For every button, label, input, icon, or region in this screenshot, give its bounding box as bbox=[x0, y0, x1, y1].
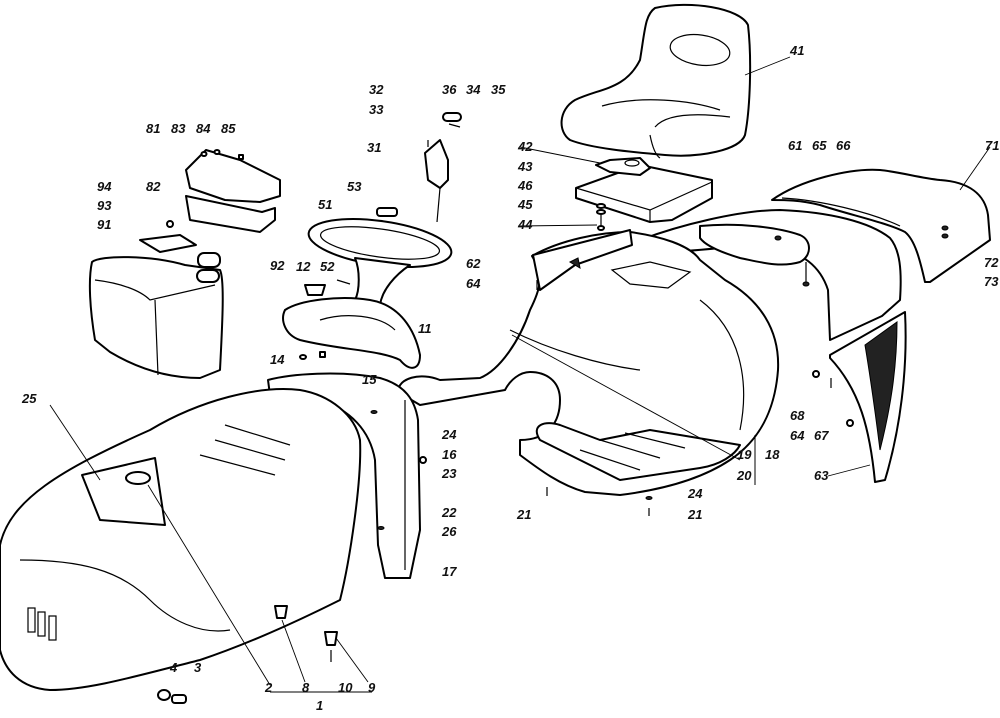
callout-82: 82 bbox=[146, 179, 161, 194]
seat-plate-part[interactable] bbox=[575, 157, 713, 223]
callout-25: 25 bbox=[21, 391, 37, 406]
seat-part[interactable] bbox=[560, 3, 752, 159]
fender-panel-part[interactable] bbox=[532, 229, 633, 291]
callout-32: 32 bbox=[369, 82, 384, 97]
callout-16: 16 bbox=[442, 447, 457, 462]
callout-73: 73 bbox=[984, 274, 999, 289]
callout-61: 61 bbox=[788, 138, 802, 153]
callout-45: 45 bbox=[517, 197, 533, 212]
callout-15: 15 bbox=[362, 372, 377, 387]
leader-lines bbox=[49, 56, 991, 693]
callout-22: 22 bbox=[441, 505, 457, 520]
callout-17: 17 bbox=[442, 564, 457, 579]
side-panel-part[interactable] bbox=[267, 372, 427, 579]
hood-part[interactable] bbox=[0, 388, 362, 691]
rear-fender-part[interactable] bbox=[639, 209, 902, 341]
callout-53: 53 bbox=[347, 179, 362, 194]
callout-41: 41 bbox=[789, 43, 804, 58]
callout-26: 26 bbox=[441, 524, 457, 539]
callout-8: 8 bbox=[302, 680, 310, 695]
callout-19: 19 bbox=[737, 447, 752, 462]
callout-83: 83 bbox=[171, 121, 186, 136]
callout-12: 12 bbox=[296, 259, 311, 274]
callout-14: 14 bbox=[270, 352, 285, 367]
callout-2: 2 bbox=[264, 680, 273, 695]
body-screws[interactable] bbox=[536, 280, 653, 516]
side-grille-part[interactable] bbox=[829, 311, 907, 483]
callout-72: 72 bbox=[984, 255, 999, 270]
steering-wheel-part[interactable] bbox=[306, 207, 455, 306]
callout-62: 62 bbox=[466, 256, 481, 271]
callout-35: 35 bbox=[491, 82, 506, 97]
callout-81: 81 bbox=[146, 121, 160, 136]
callout-84: 84 bbox=[196, 121, 211, 136]
callout-23: 23 bbox=[441, 466, 457, 481]
callout-43: 43 bbox=[517, 159, 533, 174]
lever-assembly-part[interactable] bbox=[424, 112, 462, 223]
callout-94: 94 bbox=[97, 179, 112, 194]
callout-66: 66 bbox=[836, 138, 851, 153]
callout-68: 68 bbox=[790, 408, 805, 423]
dashboard-cover-part[interactable] bbox=[282, 284, 421, 369]
callout-64a: 64 bbox=[466, 276, 481, 291]
callout-67: 67 bbox=[814, 428, 829, 443]
callout-18: 18 bbox=[765, 447, 780, 462]
callout-44: 44 bbox=[517, 217, 533, 232]
callout-91: 91 bbox=[97, 217, 111, 232]
callout-3: 3 bbox=[194, 660, 202, 675]
callout-36: 36 bbox=[442, 82, 457, 97]
callout-1: 1 bbox=[316, 698, 323, 713]
callout-85: 85 bbox=[221, 121, 236, 136]
hood-small-parts[interactable] bbox=[157, 605, 338, 704]
callout-63: 63 bbox=[814, 468, 829, 483]
callout-51: 51 bbox=[318, 197, 332, 212]
callout-92: 92 bbox=[270, 258, 285, 273]
callout-31: 31 bbox=[367, 140, 381, 155]
callout-33: 33 bbox=[369, 102, 384, 117]
callout-21a: 21 bbox=[516, 507, 531, 522]
callout-20: 20 bbox=[736, 468, 752, 483]
fuel-tank-part[interactable] bbox=[88, 220, 224, 379]
callout-24b: 24 bbox=[687, 486, 703, 501]
callout-65: 65 bbox=[812, 138, 827, 153]
callout-42: 42 bbox=[517, 139, 533, 154]
small-screws-14-15[interactable] bbox=[299, 351, 326, 360]
callout-labels: 1 2 8 10 9 4 3 25 11 12 52 14 15 24 16 2… bbox=[21, 43, 999, 713]
callout-64b: 64 bbox=[790, 428, 805, 443]
callout-11: 11 bbox=[418, 321, 432, 336]
battery-part[interactable] bbox=[185, 149, 281, 233]
grille-screws[interactable] bbox=[812, 370, 854, 427]
callout-24a: 24 bbox=[441, 427, 457, 442]
callout-71: 71 bbox=[985, 138, 999, 153]
callout-93: 93 bbox=[97, 198, 112, 213]
rear-cover-part[interactable] bbox=[771, 168, 991, 283]
callout-10: 10 bbox=[338, 680, 353, 695]
callout-21b: 21 bbox=[687, 507, 702, 522]
callout-52: 52 bbox=[320, 259, 335, 274]
callout-34: 34 bbox=[466, 82, 481, 97]
seat-fasteners[interactable] bbox=[596, 203, 606, 231]
callout-9: 9 bbox=[368, 680, 376, 695]
callout-46: 46 bbox=[517, 178, 533, 193]
callout-4: 4 bbox=[169, 660, 178, 675]
